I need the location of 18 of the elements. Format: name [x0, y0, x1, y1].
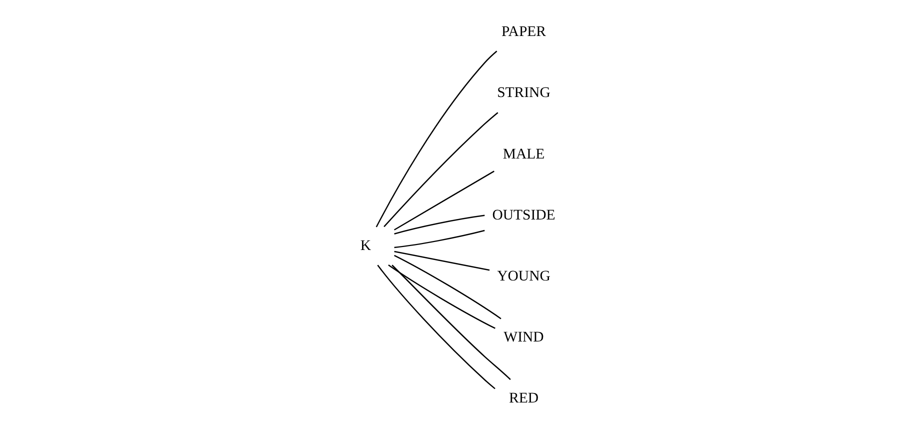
node-text: K — [360, 237, 372, 254]
connector — [384, 112, 498, 227]
connector — [392, 264, 511, 380]
node-text: WIND — [504, 329, 544, 346]
node-text: OUTSIDE — [492, 206, 556, 223]
connector — [394, 250, 490, 270]
node-text: RED — [509, 390, 538, 406]
node-text: MALE — [502, 146, 545, 162]
node-text: YOUNG — [497, 268, 550, 284]
connector — [394, 254, 502, 319]
connector — [376, 50, 498, 227]
connector — [388, 264, 496, 328]
connector — [394, 214, 485, 234]
node-text: PAPER — [501, 24, 546, 40]
node-text: STRING — [497, 84, 550, 101]
connector — [377, 264, 496, 389]
connector — [394, 229, 485, 248]
connector — [394, 170, 494, 230]
